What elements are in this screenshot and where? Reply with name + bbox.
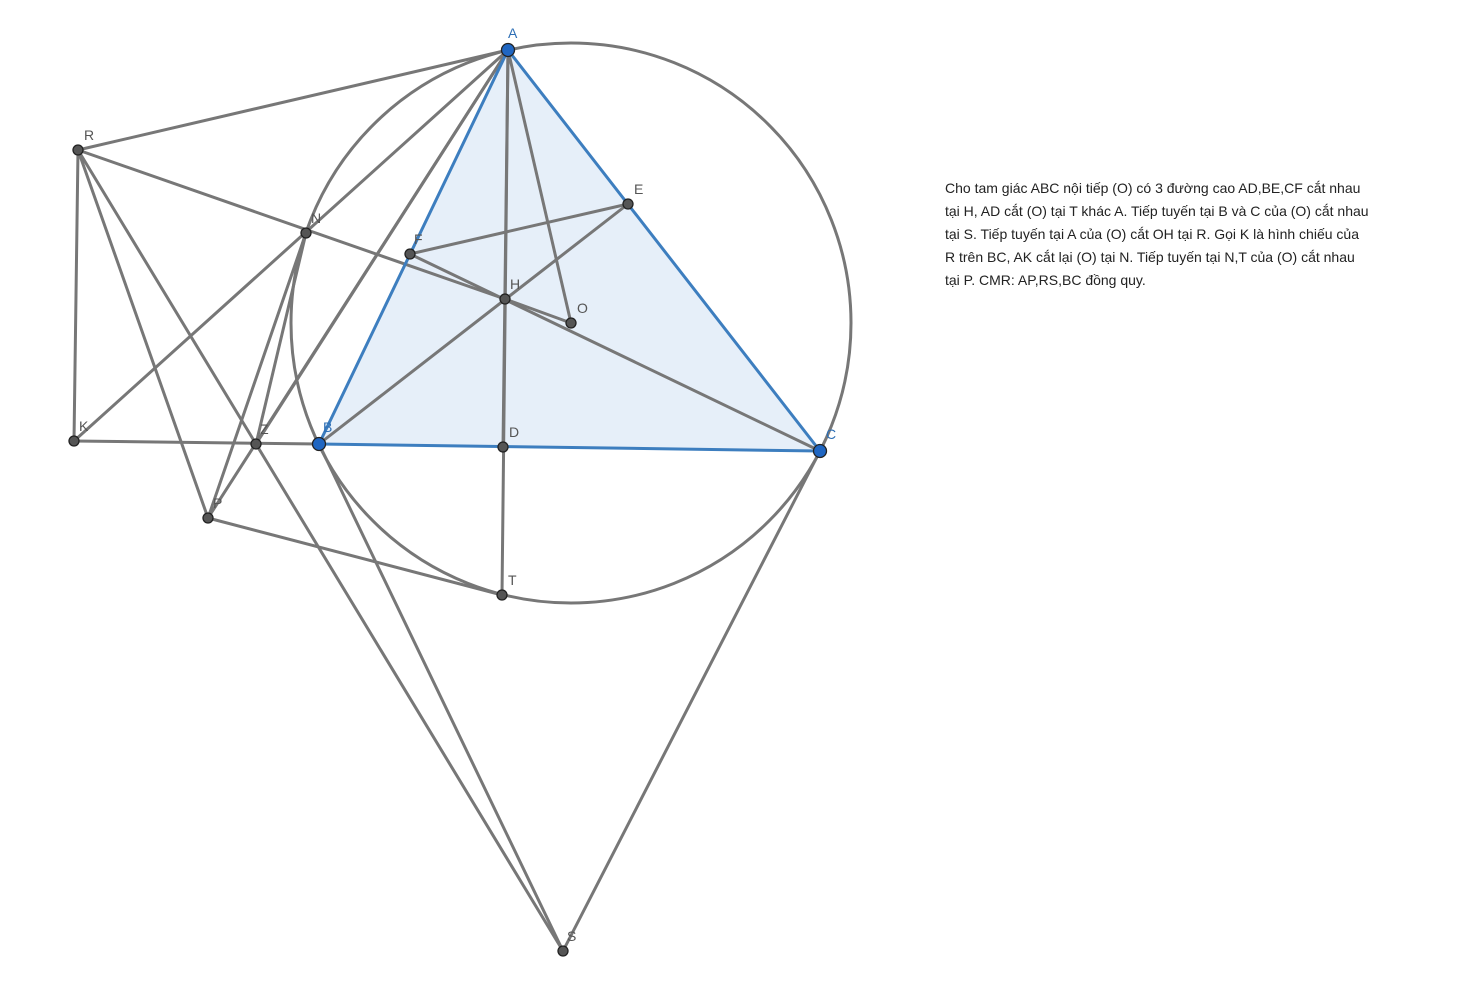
side-bc	[317, 442, 822, 453]
label-f: F	[414, 231, 423, 247]
side-ca	[506, 48, 822, 453]
point-s[interactable]	[557, 945, 569, 957]
segment-ho	[503, 297, 573, 325]
side-ab	[317, 48, 510, 446]
segment-fe	[408, 202, 630, 256]
point-z[interactable]	[250, 438, 262, 450]
point-e[interactable]	[622, 198, 634, 210]
label-p: P	[213, 495, 222, 511]
segment-eb	[317, 202, 630, 446]
point-t[interactable]	[496, 589, 508, 601]
label-t: T	[508, 572, 517, 588]
segment-rk	[72, 148, 80, 443]
label-a: A	[508, 25, 518, 41]
label-r: R	[84, 127, 94, 143]
label-s: S	[567, 928, 576, 944]
label-b: B	[323, 419, 332, 435]
label-k: K	[79, 418, 89, 434]
problem-line-3: tại S. Tiếp tuyến tại A của (O) cắt OH t…	[945, 226, 1359, 242]
segment-fc	[408, 252, 822, 453]
problem-line-2: tại H, AD cắt (O) tại T khác A. Tiếp tuy…	[945, 203, 1369, 219]
segment-rh	[76, 148, 507, 301]
label-o: O	[577, 300, 588, 316]
point-k[interactable]	[68, 435, 80, 447]
problem-line-4: R trên BC, AK cắt lại (O) tại N. Tiếp tu…	[945, 249, 1355, 265]
point-h[interactable]	[499, 293, 511, 305]
segment-pt	[206, 516, 504, 597]
segment-nz	[254, 231, 308, 446]
point-f[interactable]	[404, 248, 416, 260]
problem-line-5: tại P. CMR: AP,RS,BC đồng quy.	[945, 272, 1146, 288]
segment-ra	[76, 48, 510, 152]
label-e: E	[634, 181, 643, 197]
segment-zs	[254, 442, 565, 953]
point-b[interactable]	[311, 436, 327, 452]
label-c: C	[826, 426, 836, 442]
problem-statement: Cho tam giác ABC nội tiếp (O) có 3 đường…	[945, 177, 1425, 292]
label-d: D	[509, 424, 519, 440]
problem-line-1: Cho tam giác ABC nội tiếp (O) có 3 đường…	[945, 180, 1361, 196]
segment-ao	[506, 48, 573, 325]
point-d[interactable]	[497, 441, 509, 453]
segment-np	[206, 231, 308, 520]
point-c[interactable]	[812, 443, 828, 459]
segment-rz	[76, 148, 258, 446]
segment-cs	[561, 449, 822, 953]
segment-bs	[317, 442, 565, 953]
segment-ka	[72, 48, 510, 443]
point-r[interactable]	[72, 144, 84, 156]
segment-rp	[76, 148, 210, 520]
segment-az	[254, 48, 510, 446]
point-a[interactable]	[500, 42, 516, 58]
segment-at	[500, 48, 510, 597]
point-p[interactable]	[202, 512, 214, 524]
segment-kb	[72, 439, 321, 446]
point-n[interactable]	[300, 227, 312, 239]
circumcircle-o	[289, 41, 853, 605]
label-z: Z	[260, 421, 269, 437]
label-h: H	[510, 276, 520, 292]
point-o[interactable]	[565, 317, 577, 329]
label-n: N	[311, 210, 321, 226]
